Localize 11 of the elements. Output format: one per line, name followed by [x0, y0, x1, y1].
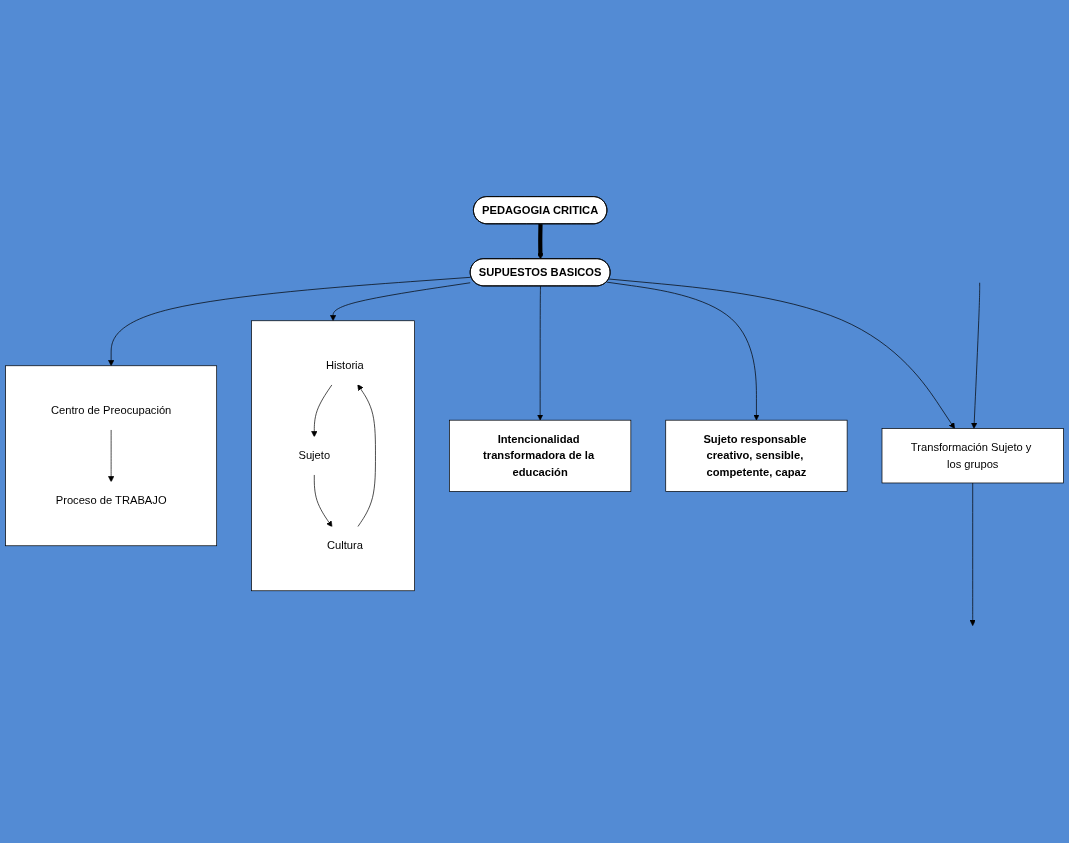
cluster: [251, 320, 415, 592]
node-text: Proceso de TRABAJO: [55, 494, 167, 507]
node-text: Centro de Preocupación: [50, 404, 172, 417]
arrow: [537, 224, 544, 260]
node-box: Intencionalidad transformadora de la educación: [449, 419, 632, 492]
node-text: Sujeto: [298, 449, 331, 462]
node-text: Historia: [325, 359, 364, 372]
node-box: Sujeto responsable creativo, sensible, competente, capaz: [665, 419, 848, 492]
cluster: [5, 365, 218, 547]
node-text: Cultura: [326, 539, 363, 552]
node-box: Transformación Sujeto y los grupos: [881, 428, 1064, 484]
